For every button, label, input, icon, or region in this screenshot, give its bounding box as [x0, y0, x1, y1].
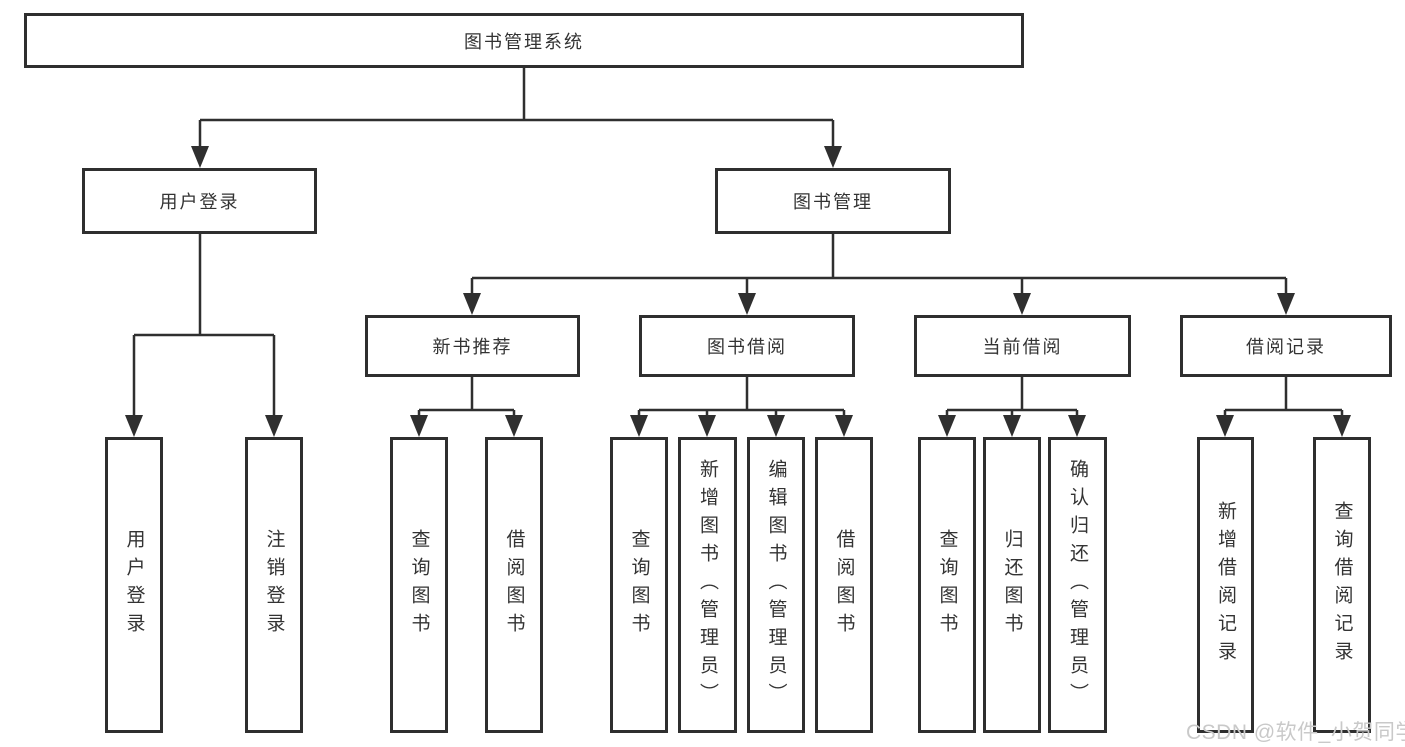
arrowhead-leaf-logout [265, 415, 283, 437]
connector-book-borrow-children [637, 377, 846, 419]
leaf-br-query-record-label: 查询借阅记录 [1331, 501, 1353, 669]
arrowhead-cb-confirm [1068, 415, 1086, 437]
leaf-cb-return-books-label: 归还图书 [1001, 529, 1023, 641]
arrowhead-bb-edit [767, 415, 785, 437]
node-root-label: 图书管理系统 [464, 31, 584, 52]
node-current-borrow-label: 当前借阅 [982, 337, 1063, 357]
node-current-borrow: 当前借阅 [914, 315, 1131, 377]
leaf-cb-confirm-return-admin-label: 确认归还（管理员） [1067, 459, 1088, 711]
leaf-br-query-record: 查询借阅记录 [1313, 437, 1371, 733]
leaf-bb-edit-books-admin-label: 编辑图书（管理员） [765, 459, 787, 711]
leaf-bb-add-books-admin: 新增图书（管理员） [678, 437, 737, 733]
leaf-cb-query-books-label: 查询图书 [936, 529, 958, 641]
leaf-bb-borrow-books: 借阅图书 [815, 437, 873, 733]
node-user-login: 用户登录 [82, 168, 317, 234]
arrowhead-nb-borrow [505, 415, 523, 437]
arrowhead-bb-borrow [835, 415, 853, 437]
connector-borrow-records-children [1223, 377, 1344, 419]
leaf-cb-return-books: 归还图书 [983, 437, 1041, 733]
node-borrow-records-label: 借阅记录 [1246, 337, 1326, 357]
leaf-bb-add-books-admin-label: 新增图书（管理员） [697, 459, 718, 711]
node-root-system: 图书管理系统 [24, 13, 1024, 68]
leaf-nb-query-books-label: 查询图书 [408, 529, 430, 641]
leaf-user-login: 用户登录 [105, 437, 163, 733]
node-book-mgmt: 图书管理 [715, 168, 951, 234]
connector-book-mgmt-to-level3 [470, 234, 1288, 297]
arrowhead-book-borrow [738, 293, 756, 315]
arrowhead-leaf-login [125, 415, 143, 437]
leaf-logout: 注销登录 [245, 437, 303, 733]
node-book-borrow: 图书借阅 [639, 315, 855, 377]
arrowhead-new-books [463, 293, 481, 315]
arrowhead-cb-return [1003, 415, 1021, 437]
leaf-nb-borrow-books: 借阅图书 [485, 437, 543, 733]
node-new-books: 新书推荐 [365, 315, 580, 377]
node-borrow-records: 借阅记录 [1180, 315, 1392, 377]
leaf-bb-query-books: 查询图书 [610, 437, 668, 733]
leaf-user-login-label: 用户登录 [123, 529, 145, 641]
node-book-borrow-label: 图书借阅 [707, 337, 787, 357]
arrowhead-br-query [1333, 415, 1351, 437]
leaf-nb-query-books: 查询图书 [390, 437, 448, 733]
arrowhead-user-login [191, 146, 209, 168]
leaf-bb-edit-books-admin: 编辑图书（管理员） [747, 437, 805, 733]
arrowhead-borrow-records [1277, 293, 1295, 315]
leaf-bb-borrow-books-label: 借阅图书 [833, 529, 855, 641]
csdn-watermark: CSDN @软件_小贺同学 [1186, 721, 1405, 744]
leaf-br-add-record: 新增借阅记录 [1197, 437, 1254, 733]
arrowhead-bb-query [630, 415, 648, 437]
leaf-cb-query-books: 查询图书 [918, 437, 976, 733]
connector-root-to-level2 [198, 68, 835, 150]
arrowhead-bb-add [698, 415, 716, 437]
connector-user-login-children [132, 234, 276, 419]
arrowhead-nb-query [410, 415, 428, 437]
connector-new-books-children [417, 377, 516, 419]
arrowhead-cb-query [938, 415, 956, 437]
node-new-books-label: 新书推荐 [432, 337, 513, 357]
node-user-login-label: 用户登录 [159, 192, 240, 212]
leaf-cb-confirm-return-admin: 确认归还（管理员） [1048, 437, 1107, 733]
leaf-br-add-record-label: 新增借阅记录 [1215, 501, 1236, 669]
connector-current-borrow-children [945, 377, 1079, 419]
leaf-bb-query-books-label: 查询图书 [628, 529, 650, 641]
node-book-mgmt-label: 图书管理 [793, 192, 873, 212]
arrowhead-br-add [1216, 415, 1234, 437]
leaf-nb-borrow-books-label: 借阅图书 [503, 529, 525, 641]
arrowhead-book-mgmt [824, 146, 842, 168]
arrowhead-current-borrow [1013, 293, 1031, 315]
leaf-logout-label: 注销登录 [263, 529, 285, 641]
